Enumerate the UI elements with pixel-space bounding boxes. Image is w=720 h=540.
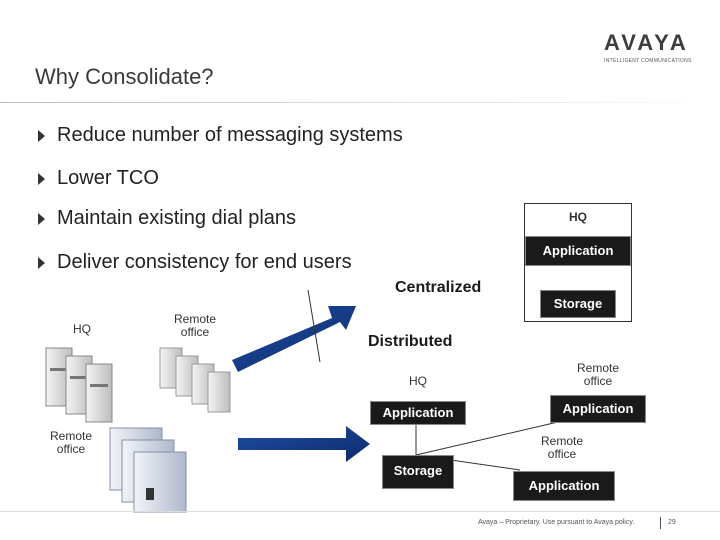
bullet-arrow-icon bbox=[38, 212, 45, 225]
avaya-logo: AVAYA bbox=[604, 30, 689, 55]
title-divider bbox=[0, 102, 720, 103]
distributed-storage-box: Storage bbox=[382, 455, 454, 489]
bullet-arrow-icon bbox=[38, 129, 45, 142]
distributed-link-remote1 bbox=[415, 421, 559, 456]
bullet-text: Reduce number of messaging systems bbox=[57, 124, 403, 146]
footer-separator bbox=[660, 517, 661, 529]
bullet-item: Deliver consistency for end users bbox=[38, 251, 352, 274]
centralized-heading: Centralized bbox=[395, 279, 482, 296]
slide-title: Why Consolidate? bbox=[35, 64, 214, 89]
remote-blade-servers-icon bbox=[109, 427, 187, 513]
centralized-storage-box: Storage bbox=[540, 290, 616, 318]
remote2-label: Remote office bbox=[540, 434, 584, 461]
left-remote-office-label: Remote office bbox=[173, 312, 217, 339]
remote2-application-box: Application bbox=[513, 471, 615, 501]
left-remote-office-label: Remote office bbox=[49, 429, 93, 456]
centralized-hq-box bbox=[524, 203, 632, 322]
distributed-hq-label: HQ bbox=[409, 374, 427, 388]
distributed-heading: Distributed bbox=[368, 333, 453, 350]
bullet-item: Lower TCO bbox=[38, 167, 159, 190]
bullet-arrow-icon bbox=[38, 172, 45, 185]
bullet-item: Maintain existing dial plans bbox=[38, 207, 296, 230]
remote1-label: Remote office bbox=[576, 361, 620, 388]
centralized-hq-label: HQ bbox=[569, 210, 587, 224]
hq-servers-icon bbox=[45, 347, 113, 423]
arrow-to-centralized-icon bbox=[232, 306, 356, 372]
bullet-item: Reduce number of messaging systems bbox=[38, 124, 403, 147]
centralized-application-box: Application bbox=[525, 236, 631, 266]
bullet-text: Maintain existing dial plans bbox=[57, 207, 297, 229]
distributed-application-box: Application bbox=[370, 401, 466, 425]
bullet-text: Deliver consistency for end users bbox=[57, 251, 352, 273]
bullet-text: Lower TCO bbox=[57, 167, 159, 189]
page-number: 29 bbox=[668, 519, 676, 526]
centralized-connector bbox=[307, 289, 321, 363]
bullet-arrow-icon bbox=[38, 256, 45, 269]
remote-servers-icon bbox=[159, 347, 231, 413]
footer-text: Avaya – Proprietary. Use pursuant to Ava… bbox=[478, 519, 635, 526]
footer-divider bbox=[0, 511, 720, 512]
left-hq-label: HQ bbox=[73, 322, 91, 336]
remote1-application-box: Application bbox=[550, 395, 646, 423]
arrow-to-distributed-icon bbox=[238, 426, 370, 462]
logo-tagline: INTELLIGENT COMMUNICATIONS bbox=[604, 58, 692, 64]
